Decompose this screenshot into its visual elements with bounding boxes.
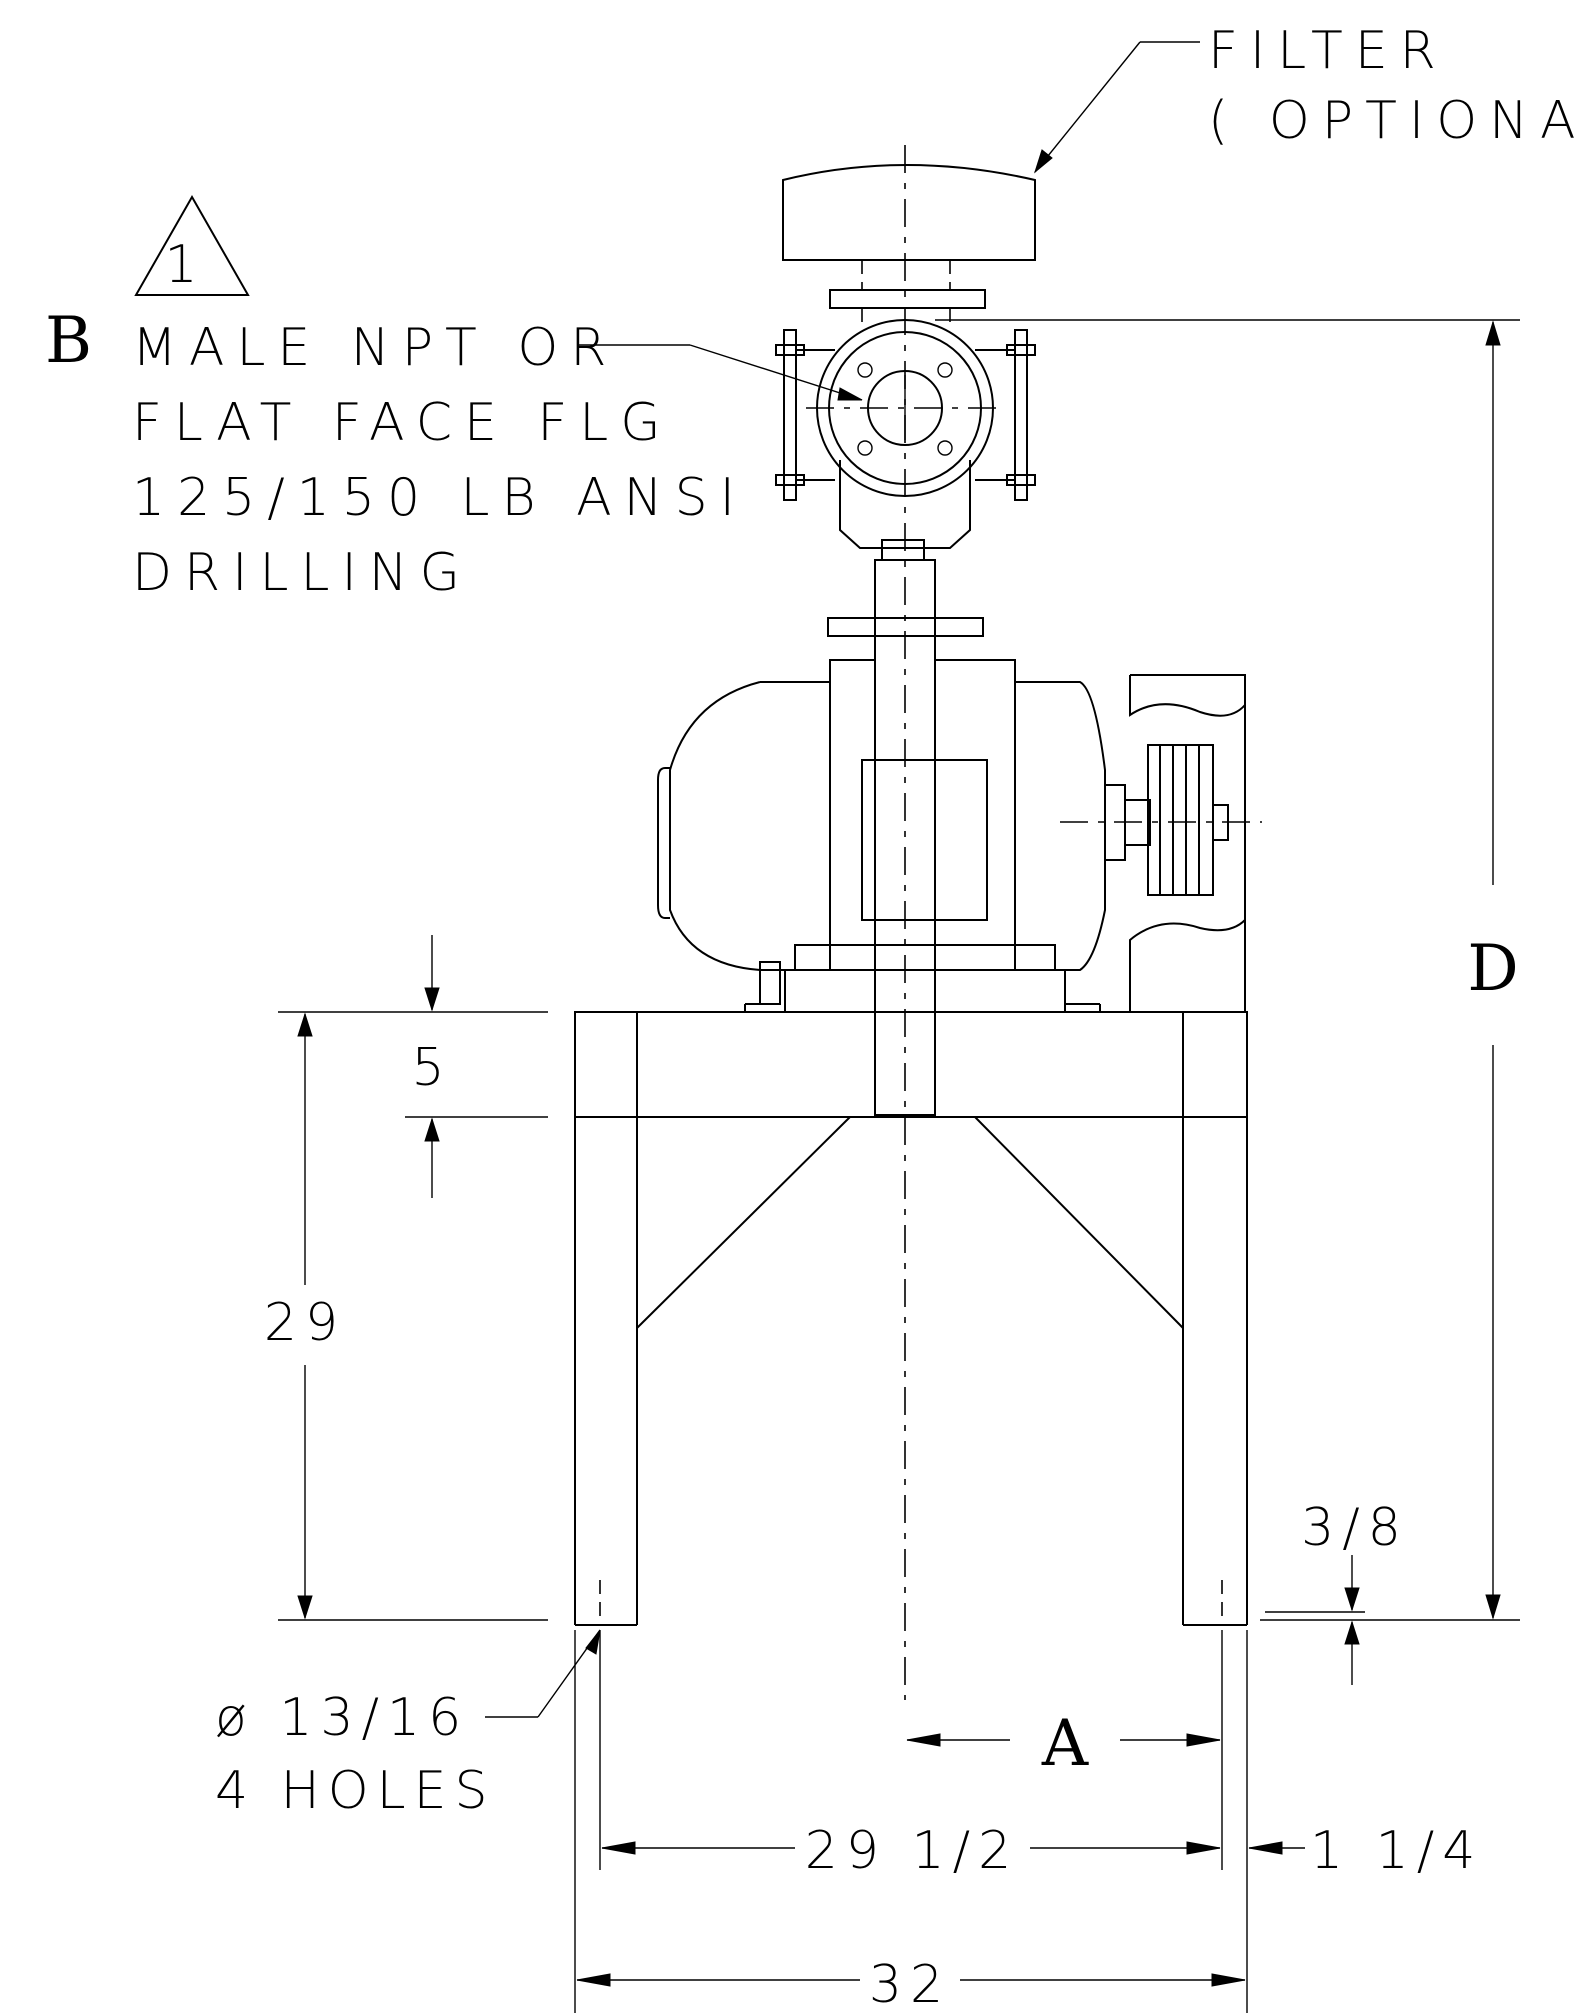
dim-overall-height-letter: D [1467,932,1518,1006]
holes-count-label: 4 HOLES [215,1761,495,1821]
filter-callout: FILTER ( OPTIONAL ) [1034,21,1586,174]
connection-letter: B [45,304,92,378]
dim-height: 29 [264,1012,548,1621]
dim-overall-width: 32 [576,1955,1246,2013]
dim-overall-height: D [935,319,1520,1621]
connection-line-2: FLAT FACE FLG [132,393,673,453]
revision-triangle-icon [134,194,250,296]
motor [657,659,1151,1013]
dim-foot-offset: 3/8 [1265,1498,1409,1685]
filter-housing [782,164,1036,325]
dim-overall-width-value: 32 [869,1955,951,2013]
dim-height-value: 29 [264,1293,346,1353]
dim-center-offset: A [906,1707,1221,1781]
dim-edge-offset: 1 1/4 [1248,1821,1483,1881]
filter-optional-label: ( OPTIONAL ) [1208,91,1586,151]
dim-hole-spacing: 29 1/2 [601,1821,1221,1881]
dim-edge-offset-value: 1 1/4 [1310,1821,1483,1881]
revision-mark: 1 [164,235,197,295]
connection-line-1: MALE NPT OR [132,318,618,378]
connection-line-4: DRILLING [132,543,472,603]
stand-frame [574,1011,1248,1626]
holes-callout: ø 13/16 4 HOLES [215,1629,601,1821]
dim-foot-offset-value: 3/8 [1301,1498,1409,1558]
connection-callout: 1 B MALE NPT OR FLAT FACE FLG 125/150 LB… [45,194,863,603]
dim-center-offset-letter: A [1041,1707,1089,1781]
belt-guard [1060,674,1262,1013]
holes-diameter-label: ø 13/16 [215,1688,469,1748]
dim-base-top-value: 5 [411,1038,452,1098]
filter-label: FILTER [1208,21,1448,81]
dim-base-top: 5 [278,935,548,1198]
connection-line-3: 125/150 LB ANSI [132,468,747,528]
dim-hole-spacing-value: 29 1/2 [805,1821,1019,1881]
